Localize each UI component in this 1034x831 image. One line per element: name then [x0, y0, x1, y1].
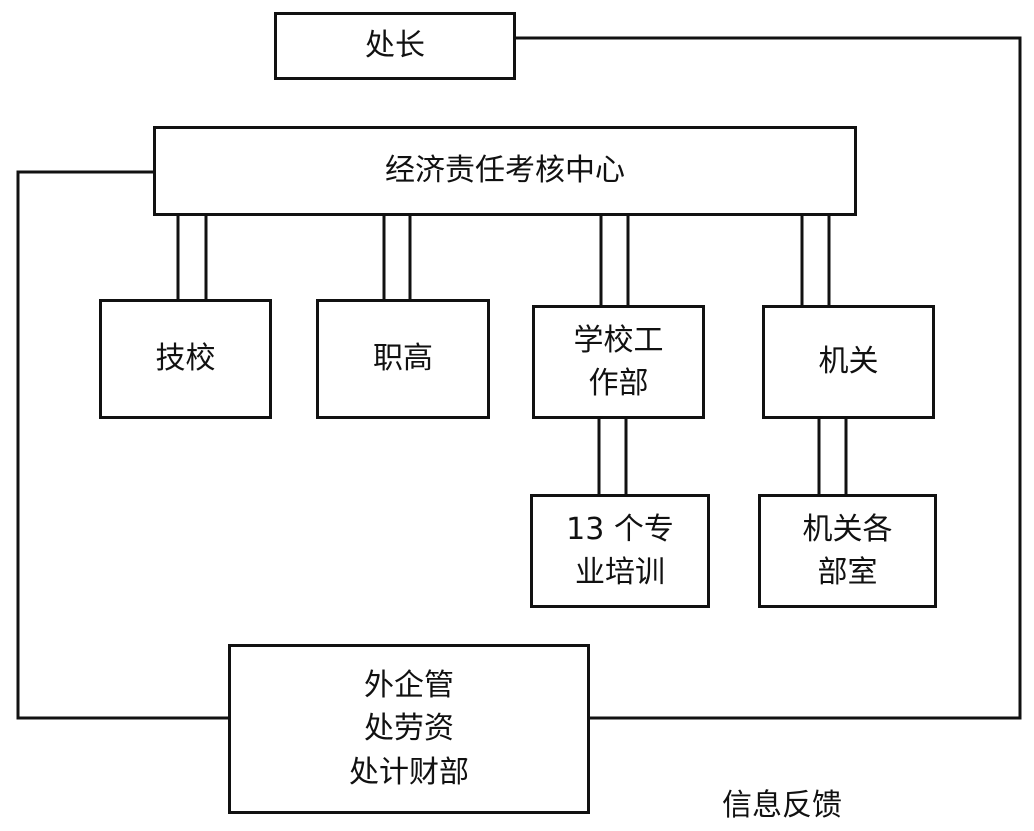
node-external: 外企管 处劳资 处计财部 [228, 644, 590, 814]
node-center: 经济责任考核中心 [153, 126, 857, 216]
node-center-label: 经济责任考核中心 [385, 153, 625, 189]
node-external-label: 外企管 处劳资 处计财部 [349, 667, 469, 790]
node-agency-label: 机关 [818, 344, 879, 380]
node-director: 处长 [274, 12, 516, 80]
node-vocational-high-label: 职高 [373, 341, 433, 377]
node-agency-depts: 机关各 部室 [758, 494, 937, 608]
feedback-label: 信息反馈 [722, 788, 842, 823]
node-director-label: 处长 [365, 28, 425, 64]
node-training-label: 13 个专 业培训 [566, 511, 674, 591]
node-training: 13 个专 业培训 [530, 494, 710, 608]
feedback-line-left [16, 170, 230, 720]
node-school-work-dept-label: 学校工 作部 [573, 322, 664, 402]
node-agency: 机关 [762, 305, 935, 419]
feedback-line-right [514, 36, 1022, 720]
node-tech-school-label: 技校 [155, 341, 216, 377]
node-school-work-dept: 学校工 作部 [532, 305, 705, 419]
node-vocational-high: 职高 [316, 299, 490, 419]
node-agency-depts-label: 机关各 部室 [802, 511, 893, 591]
node-tech-school: 技校 [99, 299, 272, 419]
